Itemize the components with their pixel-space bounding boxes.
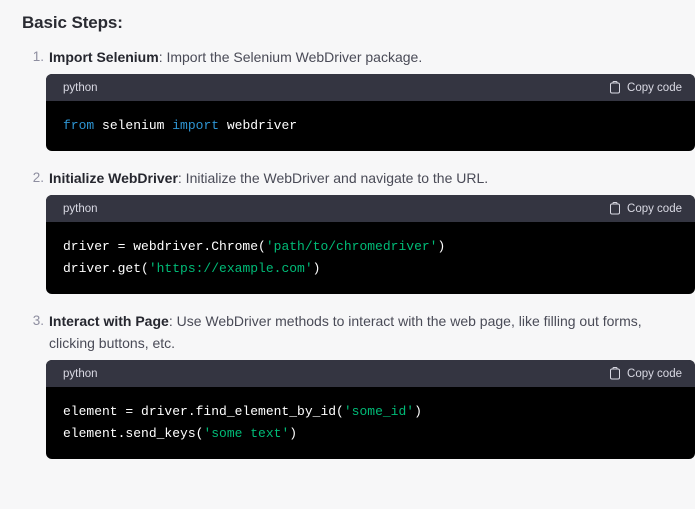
code-token: 'some_id' — [344, 404, 414, 419]
code-block-header: python Copy code — [46, 360, 695, 387]
list-item-1: 1. Import Selenium: Import the Selenium … — [22, 46, 673, 151]
code-block-header: python Copy code — [46, 74, 695, 101]
code-token: ) — [313, 261, 321, 276]
code-content[interactable]: from selenium import webdriver — [46, 101, 695, 151]
list-item-title: Interact with Page — [49, 313, 169, 329]
copy-code-button[interactable]: Copy code — [609, 367, 682, 380]
code-token: ) — [414, 404, 422, 419]
code-token: driver = webdriver.Chrome( — [63, 239, 266, 254]
clipboard-icon — [609, 202, 621, 215]
code-token: selenium — [94, 118, 172, 133]
list-item-text: Import Selenium: Import the Selenium Web… — [49, 46, 673, 68]
code-token: 'path/to/chromedriver' — [266, 239, 438, 254]
list-item-title: Initialize WebDriver — [49, 170, 178, 186]
copy-code-label: Copy code — [627, 368, 682, 380]
clipboard-icon — [609, 81, 621, 94]
copy-code-button[interactable]: Copy code — [609, 81, 682, 94]
list-item-text: Interact with Page: Use WebDriver method… — [49, 310, 673, 354]
code-token: from — [63, 118, 94, 133]
code-block-header: python Copy code — [46, 195, 695, 222]
code-token: element.send_keys( — [63, 426, 203, 441]
list-item-marker: 1. — [26, 46, 44, 68]
copy-code-button[interactable]: Copy code — [609, 202, 682, 215]
code-token: element = driver.find_element_by_id( — [63, 404, 344, 419]
code-token: import — [172, 118, 219, 133]
basic-steps-list: 1. Import Selenium: Import the Selenium … — [22, 46, 673, 459]
list-item-title: Import Selenium — [49, 49, 159, 65]
code-token: ) — [289, 426, 297, 441]
code-language-label: python — [63, 82, 98, 94]
list-item-2: 2. Initialize WebDriver: Initialize the … — [22, 167, 673, 294]
list-item-marker: 2. — [26, 167, 44, 189]
code-token: 'https://example.com' — [149, 261, 313, 276]
code-block: python Copy code from selenium import we… — [46, 74, 695, 151]
copy-code-label: Copy code — [627, 82, 682, 94]
code-block: python Copy code element = driver.find_e… — [46, 360, 695, 459]
clipboard-icon — [609, 367, 621, 380]
code-token: 'some text' — [203, 426, 289, 441]
code-language-label: python — [63, 368, 98, 380]
page-title: Basic Steps: — [22, 12, 673, 34]
list-item-marker: 3. — [26, 310, 44, 332]
list-item-text: Initialize WebDriver: Initialize the Web… — [49, 167, 673, 189]
code-language-label: python — [63, 203, 98, 215]
code-token: ) — [437, 239, 445, 254]
copy-code-label: Copy code — [627, 203, 682, 215]
list-item-3: 3. Interact with Page: Use WebDriver met… — [22, 310, 673, 459]
code-token: driver.get( — [63, 261, 149, 276]
code-token: webdriver — [219, 118, 297, 133]
code-block: python Copy code driver = webdriver.Chro… — [46, 195, 695, 294]
code-content[interactable]: element = driver.find_element_by_id('som… — [46, 387, 695, 459]
code-content[interactable]: driver = webdriver.Chrome('path/to/chrom… — [46, 222, 695, 294]
